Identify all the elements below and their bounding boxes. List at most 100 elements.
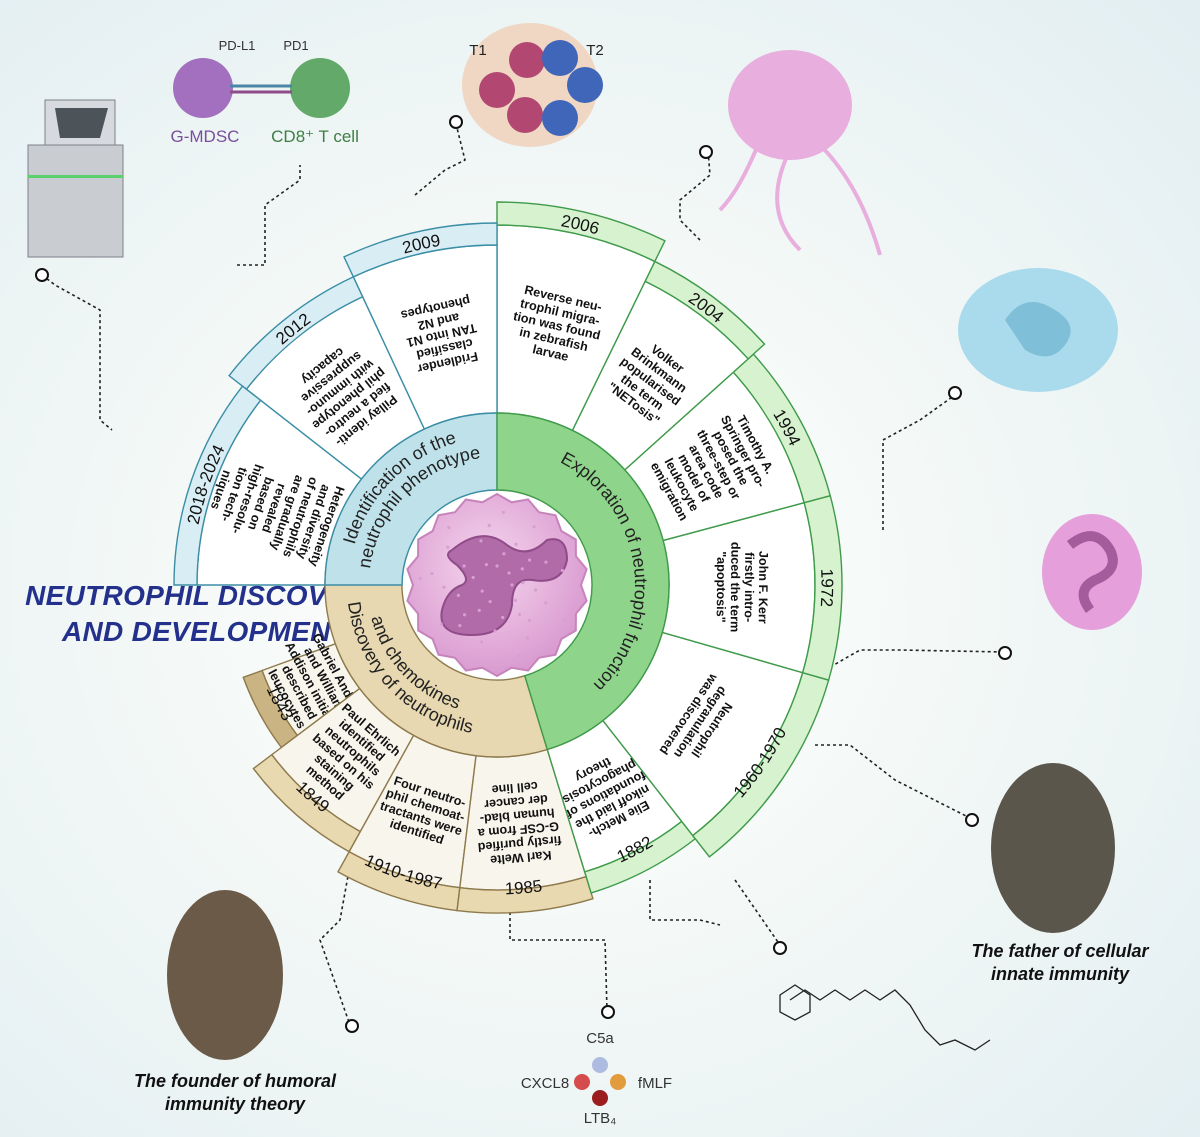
ehrlich-caption-line-2: immunity theory (164, 1094, 306, 1114)
net-cell (728, 50, 852, 160)
category-band-function[interactable] (496, 412, 670, 751)
leader-endpoint (998, 646, 1012, 660)
leader-endpoint (699, 145, 713, 159)
cell-granule (502, 552, 506, 556)
machine-body (27, 144, 124, 258)
leader-line (824, 649, 1006, 671)
ehrlich-portrait (167, 890, 283, 1060)
fmlf-structure-icon (779, 984, 991, 1051)
cell-granule (560, 568, 565, 573)
category-band-identification[interactable] (324, 412, 498, 586)
gmdsc-cell (173, 58, 233, 118)
event-text-line: Karl Welte (490, 848, 552, 867)
event-text-line: duced the term (728, 542, 743, 632)
label-cxcl8: CXCL8 (521, 1075, 569, 1092)
blue-cell-nucleus (1005, 302, 1071, 357)
cell-granule (517, 612, 522, 616)
cell-granule (480, 640, 484, 644)
cell-granule (484, 562, 488, 567)
cell-granule (447, 525, 451, 530)
year-label: 1985 (504, 876, 543, 898)
leader-endpoint (948, 386, 962, 400)
leader-endpoint (601, 1005, 615, 1019)
metchnikoff-caption-line-1: The father of cellular (971, 941, 1149, 961)
event-description: John F. Kerrfirstly intro-duced the term… (714, 542, 771, 633)
metchnikoff-portrait (991, 763, 1115, 933)
year-band (242, 669, 299, 749)
year-band (801, 494, 843, 681)
year-band (583, 820, 697, 894)
event-1985[interactable]: 1985 Karl Weltefirstly purifiedG-CSF from… (456, 748, 594, 914)
neutrophil-cell-illustration (405, 492, 589, 678)
label-right_cell: CD8⁺ T cell (271, 127, 359, 146)
leader-line (509, 900, 608, 1011)
event-description: Karl Weltefirstly purifiedG-CSF from ahu… (472, 777, 563, 868)
year-band (456, 875, 594, 914)
label-left_cell: G-MDSC (171, 127, 240, 146)
tumor-associated-neutrophil (509, 42, 545, 78)
cell-granule (493, 629, 497, 633)
metchnikoff-caption: The father of cellular innate immunity (940, 940, 1180, 986)
label-fmlf: fMLF (638, 1075, 672, 1092)
structure-ring (779, 984, 811, 1021)
blue-neutrophil-icon (958, 268, 1118, 392)
cell-granule (534, 588, 538, 592)
year-band (732, 353, 832, 504)
cell-granule (510, 583, 514, 587)
label-c5a: C5a (586, 1030, 614, 1047)
event-description: Reverse neu-trophil migra-tion was found… (506, 282, 608, 370)
leader-lines (35, 115, 1012, 1033)
cell-granule (521, 581, 525, 585)
cell-granule (532, 525, 536, 529)
event-text-line: der cancer (484, 792, 549, 812)
ehrlich-caption-line-1: The founder of humoral (134, 1071, 336, 1091)
cell-granule (544, 560, 548, 564)
tumor-associated-neutrophil (542, 40, 578, 76)
event-text-line: "apoptosis" (714, 551, 729, 623)
cell-granule (517, 653, 521, 658)
year-band (644, 260, 766, 360)
leader-line (679, 149, 711, 241)
year-label-path: 1985 (504, 876, 543, 898)
chemoattractant-cxcl8 (574, 1074, 590, 1090)
event-text-line: cell line (491, 779, 538, 797)
label-t1: T1 (469, 42, 487, 59)
cell-granule (439, 622, 443, 626)
event-text-line: human blad- (479, 805, 555, 825)
leader-line (649, 880, 721, 926)
leader-endpoint (35, 268, 49, 282)
year-band (691, 671, 830, 858)
cell-granule (527, 558, 532, 562)
tumor-associated-neutrophil (507, 97, 543, 133)
tumor-associated-neutrophil (567, 67, 603, 103)
netosis-cell-icon (718, 50, 882, 256)
year-band (343, 222, 498, 278)
year-band (252, 753, 362, 853)
tumor-associated-neutrophil (542, 100, 578, 136)
cell-granule (520, 567, 524, 571)
label-ltb4: LTB₄ (584, 1110, 617, 1127)
machine-light (28, 175, 123, 178)
apoptotic-cell (1042, 514, 1142, 630)
cell-granule (462, 613, 467, 617)
leader-line (815, 744, 971, 819)
chemoattractant-c5a (592, 1057, 608, 1073)
leader-endpoint (773, 941, 787, 955)
leader-endpoint (449, 115, 463, 129)
event-text-line: John F. Kerr (756, 551, 771, 624)
cell-granule (446, 545, 450, 549)
year-band (228, 275, 364, 391)
